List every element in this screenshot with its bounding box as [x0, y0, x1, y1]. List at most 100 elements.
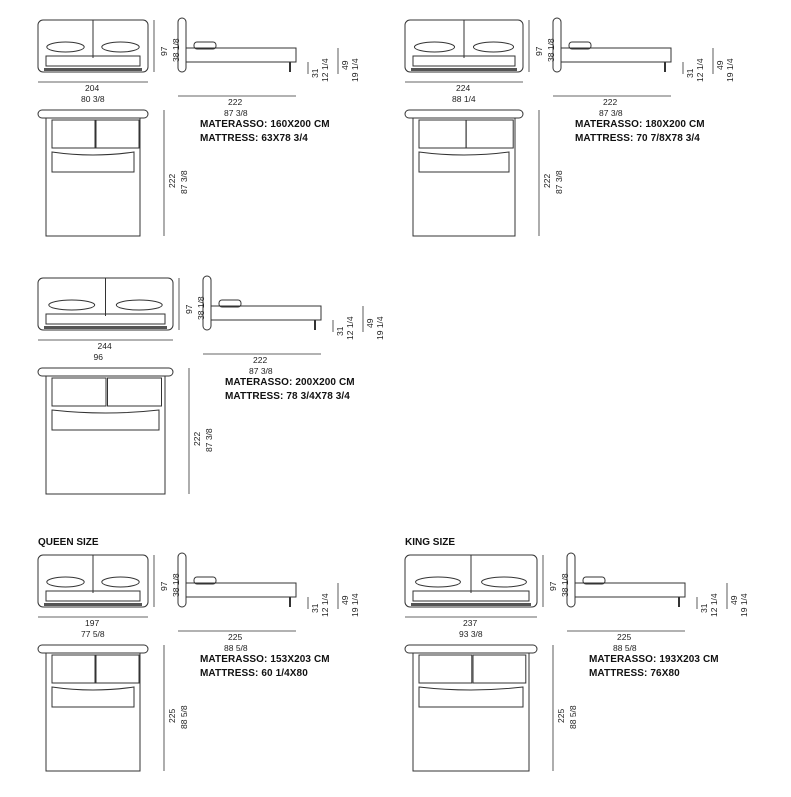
mattress-spec-en: MATTRESS: 70 7/8X78 3/4: [575, 133, 700, 144]
section-title-king: KING SIZE: [405, 537, 456, 548]
side-elevation: [177, 17, 339, 97]
headboard-plan: [404, 109, 524, 119]
pillow-right-plan: [107, 377, 162, 407]
front-width-cm: 204: [85, 83, 100, 93]
frame-plan: [45, 652, 141, 772]
side-elevation: [566, 552, 728, 632]
pillow-right-plan: [94, 119, 140, 149]
height-cm: 97: [184, 304, 194, 314]
side-length-in: 87 3/8: [224, 108, 248, 118]
duvet-fold: [51, 151, 135, 173]
pillow-left-front: [415, 576, 461, 588]
front-elevation: [404, 19, 524, 83]
plan-length-cm: 225: [167, 708, 177, 723]
front-elevation: [37, 554, 149, 618]
plan-length-cm: 222: [167, 173, 177, 188]
pillow-left-front: [413, 41, 456, 53]
bed-frame-side: [185, 47, 297, 63]
side-length-in: 87 3/8: [249, 366, 273, 376]
duvet-fold: [418, 686, 524, 708]
mattress-spec-en: MATTRESS: 78 3/4X78 3/4: [225, 391, 350, 402]
mattress-spec-it: MATERASSO: 180X200 CM: [575, 119, 705, 130]
pillow-right-plan: [472, 654, 527, 684]
mattress-spec-it: MATERASSO: 153X203 CM: [200, 654, 330, 665]
mattress-front: [45, 313, 166, 325]
headboard-side: [552, 17, 562, 73]
front-width-cm: 244: [97, 341, 112, 351]
front-width-in: 80 3/8: [81, 94, 105, 104]
front-width-in: 96: [93, 352, 103, 362]
mattress-top-in: 19 1/4: [725, 58, 735, 82]
plan-length-in: 88 5/8: [179, 705, 189, 729]
plan-view: [37, 109, 165, 237]
pillow-side: [193, 41, 217, 50]
mattress-spec-it: MATERASSO: 160X200 CM: [200, 119, 330, 130]
pillow-left-plan: [418, 654, 473, 684]
mattress-top-cm: 49: [729, 595, 739, 605]
pillow-left-front: [48, 299, 96, 311]
mattress-spec-en: MATTRESS: 76X80: [589, 668, 680, 679]
mattress-spec-en: MATTRESS: 60 1/4X80: [200, 668, 308, 679]
frame-height-cm: 31: [335, 326, 345, 336]
duvet-fold: [51, 409, 160, 431]
frame-plan: [412, 117, 516, 237]
height-in: 38 1/8: [560, 573, 570, 597]
pillow-side: [218, 299, 242, 308]
mattress-front: [45, 590, 141, 602]
plan-length-in: 88 5/8: [568, 705, 578, 729]
pillow-right-front: [115, 299, 163, 311]
duvet-fold: [418, 151, 510, 173]
pillow-left-plan: [51, 377, 107, 407]
front-elevation: [37, 277, 174, 341]
frame-height-cm: 31: [310, 68, 320, 78]
mattress-front: [412, 590, 530, 602]
front-width-cm: 197: [85, 618, 100, 628]
frame-height-cm: 31: [699, 603, 709, 613]
plan-length-in: 87 3/8: [554, 170, 564, 194]
front-elevation: [37, 19, 149, 83]
pillow-left-plan: [51, 654, 97, 684]
height-in: 38 1/8: [196, 296, 206, 320]
height-cm: 97: [548, 581, 558, 591]
pillow-left-plan: [418, 119, 467, 149]
front-width-in: 93 3/8: [459, 629, 483, 639]
bed-frame-side: [185, 582, 297, 598]
headboard-side: [566, 552, 576, 608]
height-in: 38 1/8: [546, 38, 556, 62]
mattress-top-in: 19 1/4: [350, 593, 360, 617]
mattress-front: [45, 55, 141, 67]
pillow-right-front: [101, 41, 140, 53]
front-width-cm: 237: [463, 618, 478, 628]
headboard-side: [177, 552, 187, 608]
frame-height-cm: 31: [310, 603, 320, 613]
plan-view: [37, 644, 165, 772]
headboard-plan: [37, 644, 149, 654]
pillow-side: [582, 576, 606, 585]
frame-plan: [45, 117, 141, 237]
duvet-fold: [51, 686, 135, 708]
pillow-left-front: [46, 41, 85, 53]
side-elevation: [202, 275, 364, 355]
plan-length-in: 87 3/8: [204, 428, 214, 452]
height-in: 38 1/8: [171, 38, 181, 62]
height-cm: 97: [159, 581, 169, 591]
mattress-top-cm: 49: [715, 60, 725, 70]
mattress-top-in: 19 1/4: [739, 593, 749, 617]
bed-drawing: [404, 17, 714, 237]
base-rail: [411, 603, 531, 606]
plan-length-cm: 222: [542, 173, 552, 188]
side-length-cm: 222: [253, 355, 268, 365]
bed-drawing: [404, 552, 728, 772]
mattress-spec-it: MATERASSO: 193X203 CM: [589, 654, 719, 665]
side-length-cm: 222: [228, 97, 243, 107]
frame-height-in: 12 1/4: [320, 58, 330, 82]
pillow-side: [568, 41, 592, 50]
base-rail: [44, 326, 167, 329]
side-length-cm: 225: [228, 632, 243, 642]
mattress-spec-en: MATTRESS: 63X78 3/4: [200, 133, 308, 144]
front-elevation: [404, 554, 538, 618]
frame-height-in: 12 1/4: [345, 316, 355, 340]
bed-frame-side: [210, 305, 322, 321]
